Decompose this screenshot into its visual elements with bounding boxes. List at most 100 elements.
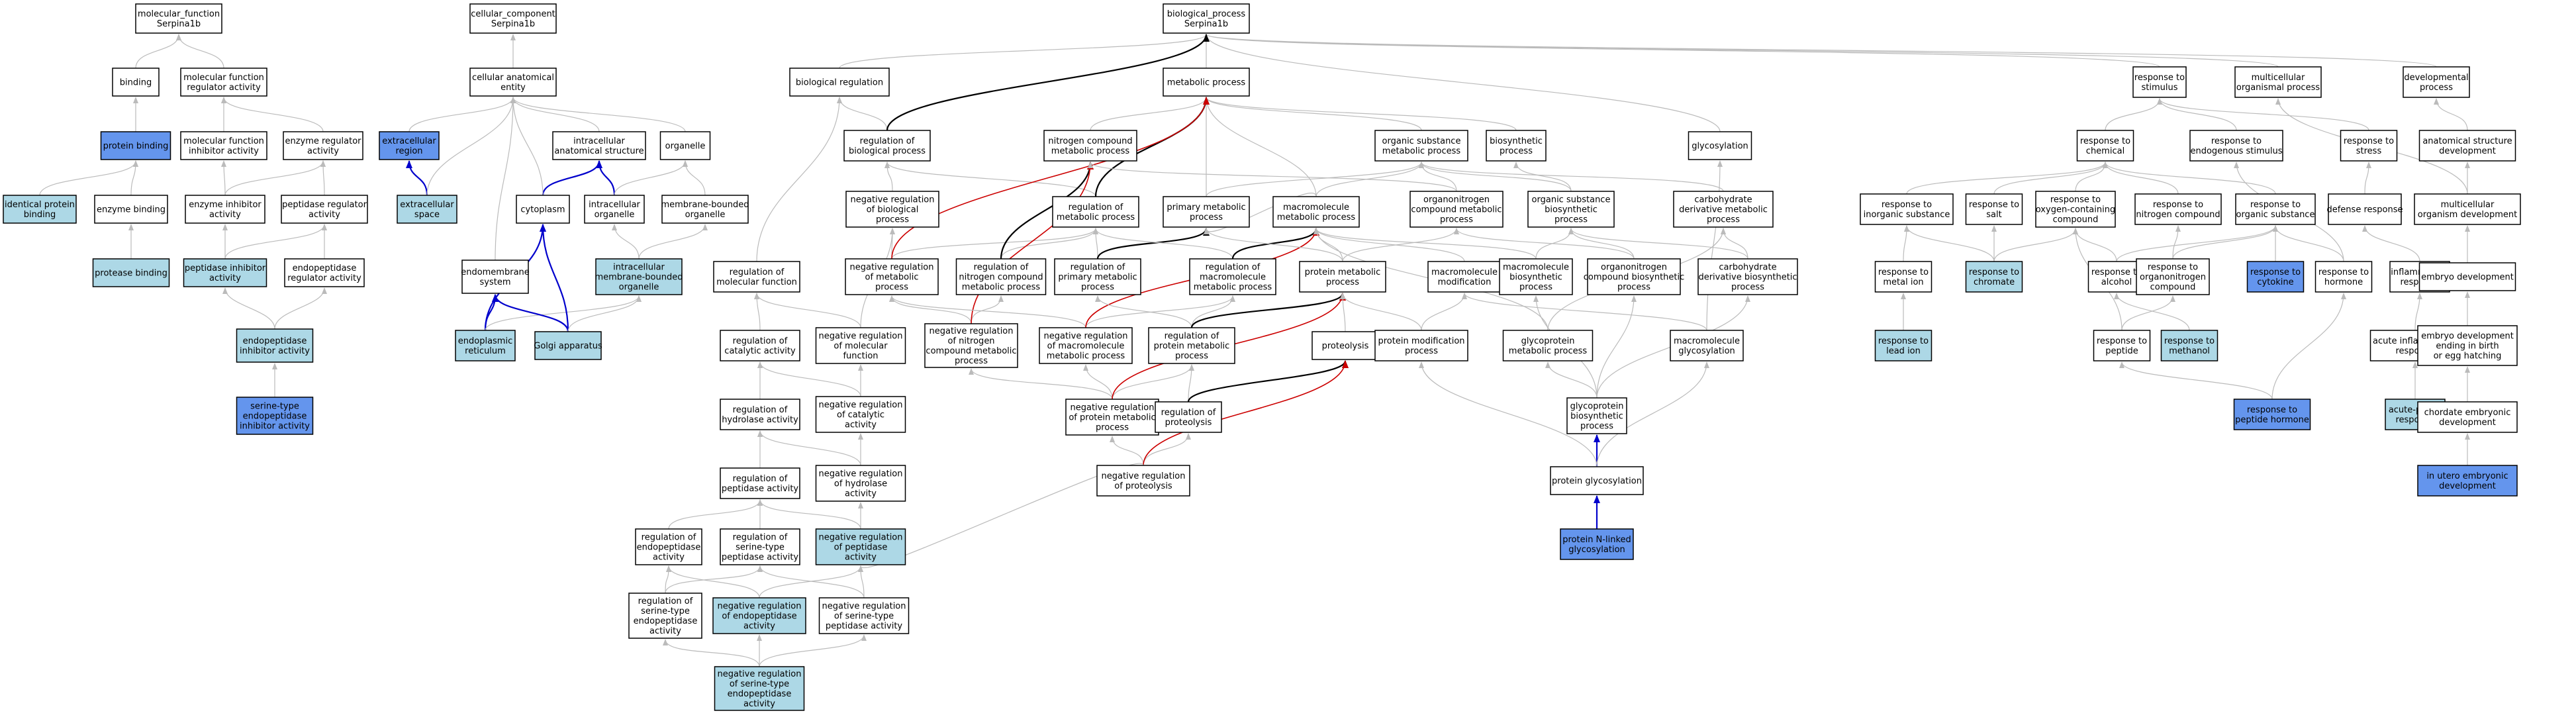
- go-term-node-protein-glyco[interactable]: protein glycosylation: [1550, 466, 1644, 495]
- go-term-node-proteolysis[interactable]: proteolysis: [1312, 331, 1379, 360]
- go-term-node-metabolic[interactable]: metabolic process: [1163, 68, 1250, 97]
- go-term-node-organelle[interactable]: organelle: [659, 131, 711, 160]
- go-term-node-glycosylation[interactable]: glycosylation: [1688, 131, 1752, 160]
- go-term-node-defense[interactable]: defense response: [2326, 193, 2403, 225]
- go-term-node-enzyme-binding[interactable]: enzyme binding: [94, 195, 168, 224]
- go-term-node-protein-binding[interactable]: protein binding: [100, 131, 171, 160]
- go-term-node-bio-reg[interactable]: biological regulation: [789, 68, 890, 97]
- go-term-node-binding[interactable]: binding: [112, 68, 160, 97]
- go-term-node-reg-serine-endopep[interactable]: regulation ofserine-typeendopeptidaseact…: [628, 593, 702, 639]
- go-term-node-golgi[interactable]: Golgi apparatus: [534, 331, 602, 360]
- go-term-node-protease-binding[interactable]: protease binding: [92, 258, 170, 287]
- go-term-node-embryo-dev[interactable]: embryo development: [2418, 262, 2516, 291]
- go-term-node-cytoplasm[interactable]: cytoplasm: [516, 195, 570, 224]
